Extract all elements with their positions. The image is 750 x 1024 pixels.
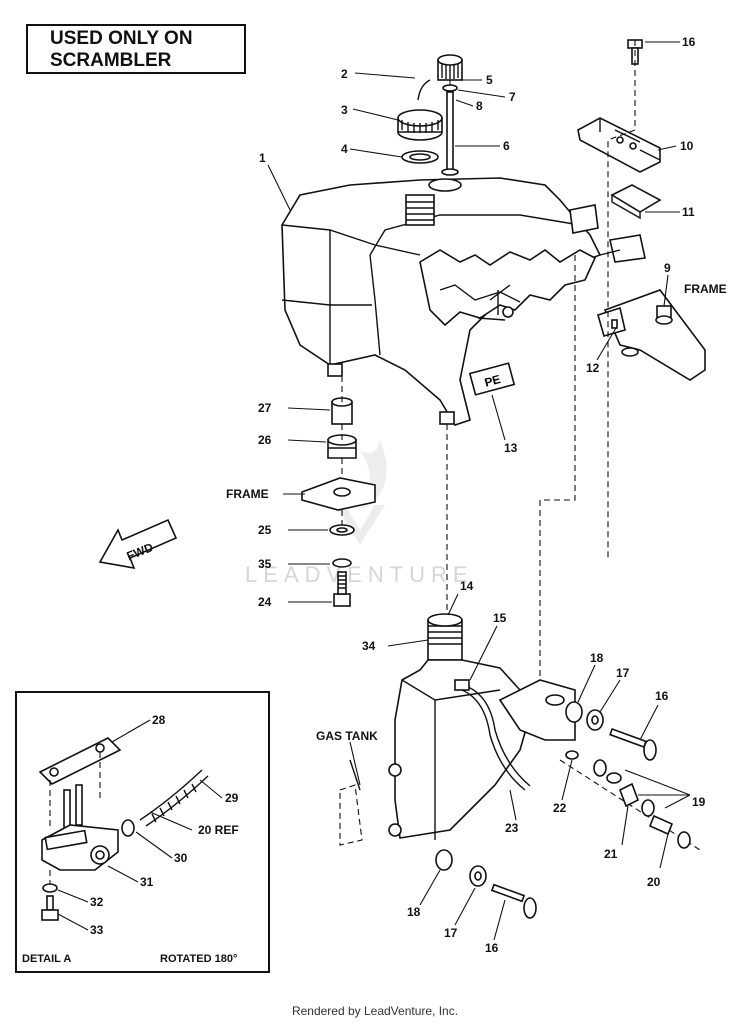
banner-line-1: USED ONLY ON (50, 28, 193, 49)
frame-label-right: FRAME (684, 282, 727, 296)
callout-29: 29 (225, 791, 239, 805)
callout-30: 30 (174, 851, 188, 865)
fitting-20 (648, 814, 674, 836)
scrambler-notice-banner: USED ONLY ON SCRAMBLER (26, 24, 246, 74)
callout-8: 8 (476, 99, 483, 113)
fuel-line-stub (417, 79, 431, 101)
callout-26: 26 (258, 433, 272, 447)
mount-clip (597, 306, 626, 337)
callout-23: 23 (505, 821, 519, 835)
callout-4: 4 (341, 142, 348, 156)
fwd-arrow (98, 518, 178, 570)
callout-13: 13 (504, 441, 518, 455)
callout-16-bottom: 16 (485, 941, 499, 955)
callout-7: 7 (509, 90, 516, 104)
bolt-24-head (333, 593, 351, 607)
frame-label-left: FRAME (226, 487, 269, 501)
gas-tank-hint (339, 759, 363, 846)
callout-11: 11 (682, 205, 695, 219)
callout-15: 15 (493, 611, 507, 625)
callout-17-right: 17 (616, 666, 630, 680)
callout-16-right: 16 (655, 689, 669, 703)
callout-19: 19 (692, 795, 706, 809)
mount-nut (655, 305, 673, 325)
callout-17-bottom: 17 (444, 926, 458, 940)
fuel-gauge-cap (437, 54, 463, 81)
callout-20-ref: 20 REF (198, 823, 239, 837)
callout-21: 21 (604, 847, 618, 861)
washer-18 (565, 701, 583, 723)
gas-tank-label: GAS TANK (316, 729, 378, 743)
gauge-rod (446, 91, 454, 171)
callout-27: 27 (258, 401, 272, 415)
callout-22: 22 (553, 801, 567, 815)
watermark-text: LEADVENTURE (245, 562, 474, 587)
mount-stack-left (301, 397, 376, 607)
callout-28: 28 (152, 713, 166, 727)
banner-line-2: SCRAMBLER (50, 50, 172, 71)
fuel-tank: PE (281, 177, 646, 426)
fitting-22 (565, 750, 579, 760)
callout-16-top: 16 (682, 35, 696, 49)
callout-34: 34 (362, 639, 376, 653)
lockwasher-35 (332, 558, 352, 568)
leader-lines (57, 41, 691, 941)
tank-strap-bracket (577, 117, 661, 173)
watermark-logo (335, 440, 387, 545)
callouts: 1 2 3 4 5 6 7 8 9 10 11 12 13 14 15 16 1… (90, 35, 706, 955)
callout-2: 2 (341, 67, 348, 81)
frame-mount-plate (603, 289, 706, 381)
right-hardware (435, 701, 701, 919)
callout-5: 5 (486, 73, 493, 87)
callout-3: 3 (341, 103, 348, 117)
callout-18-bottom: 18 (407, 905, 421, 919)
callout-20: 20 (647, 875, 661, 889)
gas-cap (397, 109, 443, 141)
detail-a-label: DETAIL A (22, 953, 71, 965)
detail-a-box (15, 691, 270, 973)
washer-18b (435, 849, 453, 871)
callout-18-right: 18 (590, 651, 604, 665)
callout-1: 1 (259, 151, 266, 165)
callout-31: 31 (140, 875, 154, 889)
clamp-a (593, 759, 607, 777)
callout-24: 24 (258, 595, 272, 609)
strap-spacer (610, 184, 662, 220)
callout-14: 14 (460, 579, 474, 593)
callout-12: 12 (586, 361, 600, 375)
valve-21 (618, 782, 640, 808)
callout-10: 10 (680, 139, 694, 153)
callout-25: 25 (258, 523, 272, 537)
callout-35: 35 (258, 557, 272, 571)
footer-credit: Rendered by LeadVenture, Inc. (291, 1004, 459, 1018)
gas-tank-lower (388, 613, 576, 840)
callout-33: 33 (90, 923, 104, 937)
rotated-label: ROTATED 180° (160, 953, 237, 965)
bolt-16b (490, 883, 526, 903)
callout-6: 6 (503, 139, 510, 153)
callout-9: 9 (664, 261, 671, 275)
callout-32: 32 (90, 895, 104, 909)
svg-text:PE: PE (483, 372, 502, 390)
